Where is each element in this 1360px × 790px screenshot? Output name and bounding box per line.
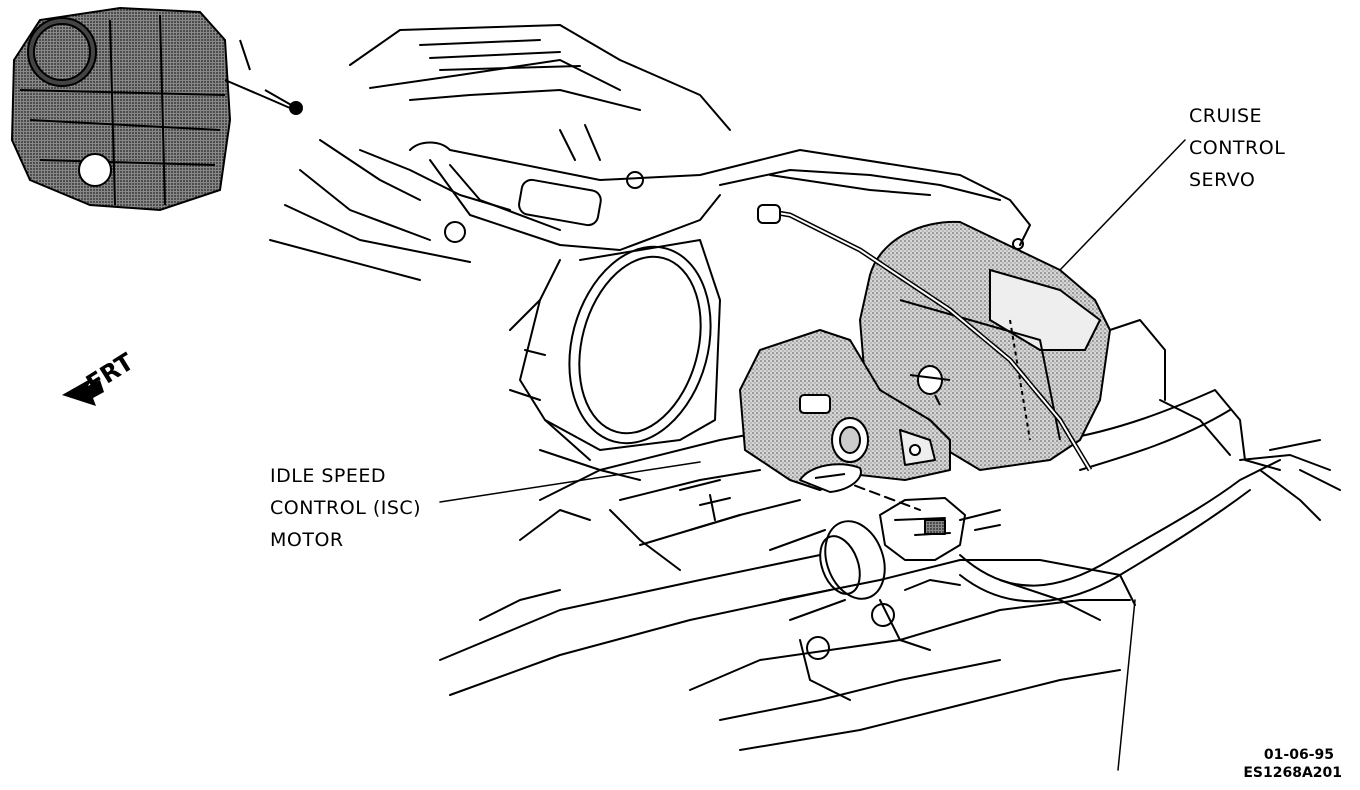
figure-code: ES1268A201 (1243, 765, 1342, 781)
figure-date: 01-06-95 (1263, 747, 1334, 763)
engine-linework (269, 24, 1341, 771)
locator-engine-thumbnail (10, 6, 303, 212)
isc-label-line-3: MOTOR (270, 529, 344, 551)
cruise-label-line-1: CRUISE (1189, 105, 1263, 127)
cruise-label-line-3: SERVO (1189, 169, 1256, 191)
cruise-label-line-2: CONTROL (1189, 137, 1286, 159)
isc-label-line-1: IDLE SPEED (270, 465, 387, 487)
front-arrow-icon (62, 378, 104, 406)
cruise-control-servo (757, 204, 1111, 472)
isc-label-line-2: CONTROL (ISC) (270, 497, 422, 519)
isc-motor (739, 329, 951, 493)
